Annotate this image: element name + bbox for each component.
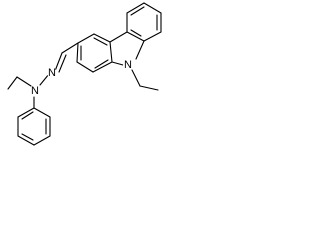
bond xyxy=(109,41,113,63)
bond xyxy=(21,111,34,120)
bond xyxy=(111,61,124,66)
bond xyxy=(17,107,35,118)
bond xyxy=(77,33,95,44)
bond xyxy=(17,135,35,146)
bond xyxy=(76,61,94,73)
atom-background xyxy=(47,68,57,78)
bond xyxy=(131,69,141,87)
bond xyxy=(143,2,162,14)
atom-n-hydrazone-amine: N xyxy=(30,85,40,97)
bond xyxy=(54,52,63,72)
bond xyxy=(126,31,145,42)
bond xyxy=(130,29,142,37)
bond xyxy=(109,31,128,43)
atom-background xyxy=(123,60,133,70)
bond xyxy=(126,2,145,14)
bond xyxy=(143,31,162,42)
bond xyxy=(33,107,51,118)
bond xyxy=(130,6,145,16)
bond xyxy=(93,33,111,43)
atom-n-hydrazone-imine: N xyxy=(47,67,57,79)
atom-label-n-hydrazone-imine: N xyxy=(48,67,56,79)
bond xyxy=(7,76,18,90)
bond xyxy=(39,73,50,86)
atom-label-n-hydrazone-amine: N xyxy=(31,85,39,97)
bond xyxy=(61,42,79,54)
molecule-structure-drawing: N N N xyxy=(7,2,162,146)
bond xyxy=(16,76,32,87)
atom-label-n-carbazole: N xyxy=(124,59,132,71)
atom-n-carbazole: N xyxy=(123,59,133,71)
bond xyxy=(135,40,145,60)
bond xyxy=(21,133,34,141)
bond xyxy=(139,85,159,91)
bond xyxy=(94,59,109,69)
bond-lines xyxy=(7,2,162,146)
bond xyxy=(33,135,51,146)
bond xyxy=(76,42,79,63)
bond xyxy=(92,61,113,73)
bond xyxy=(93,37,108,46)
bond xyxy=(58,54,67,73)
atom-background xyxy=(30,86,40,96)
